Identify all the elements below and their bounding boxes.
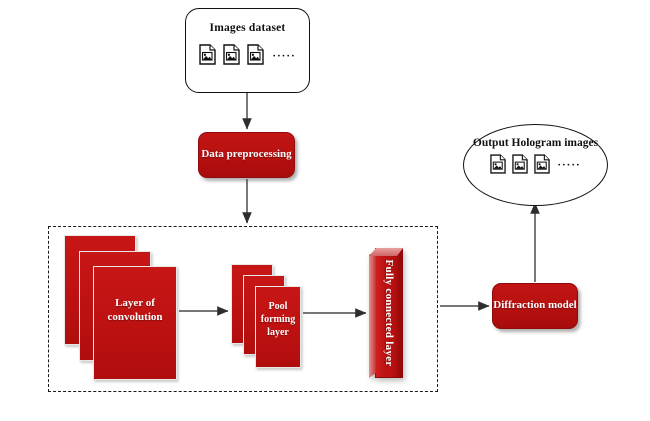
pool-forming-layer-label: Pool forming layer	[260, 301, 296, 338]
image-file-icon	[223, 44, 241, 65]
data-preprocessing-box[interactable]: Data preprocessing	[198, 132, 295, 178]
diffraction-model-box[interactable]: Diffraction model	[492, 283, 578, 329]
image-file-icon	[247, 44, 265, 65]
images-dataset-label: Images dataset	[209, 22, 286, 34]
output-hologram-ellipsis: ·····	[557, 159, 581, 172]
fully-connected-left-bevel	[369, 254, 376, 378]
fully-connected-top-bevel	[369, 248, 403, 256]
data-preprocessing-label: Data preprocessing	[201, 148, 292, 161]
pooling-plate-front[interactable]	[255, 286, 301, 368]
output-hologram-label: Output Hologram images	[472, 137, 599, 149]
layer-of-convolution-label: Layer of convolution	[107, 297, 163, 324]
fully-connected-face	[375, 248, 403, 378]
image-file-icon	[512, 154, 529, 174]
images-dataset-ellipsis: ·····	[272, 50, 296, 62]
image-file-icon	[490, 154, 507, 174]
image-file-icon	[534, 154, 551, 174]
output-hologram-ellipse: Output Hologram images	[463, 124, 608, 206]
images-dataset-icon-row: ·····	[186, 44, 309, 65]
convolution-plate-front[interactable]	[93, 266, 177, 380]
fully-connected-layer-bar[interactable]: Fully connected layer	[369, 248, 403, 378]
output-hologram-icon-row: ·····	[464, 154, 607, 174]
images-dataset-box: Images dataset	[185, 8, 310, 93]
diffraction-model-label: Diffraction model	[493, 299, 577, 312]
image-file-icon	[199, 44, 217, 65]
cnn-container	[48, 226, 438, 392]
